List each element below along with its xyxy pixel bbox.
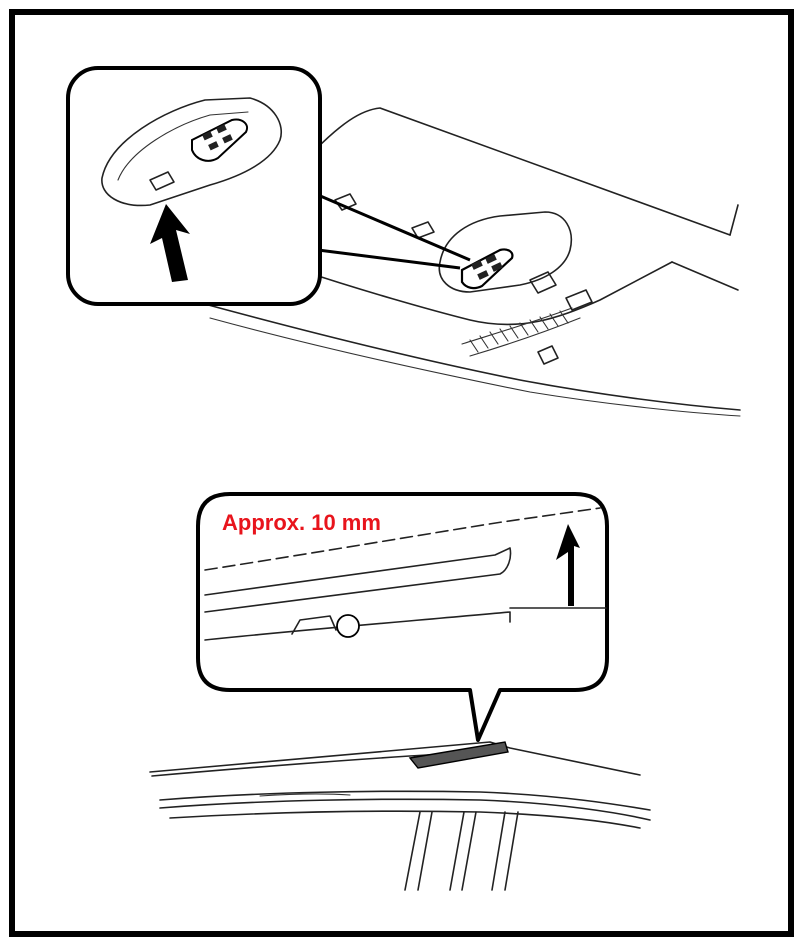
top-callout-leader: [317, 193, 471, 270]
bottom-detail-callout: Approx. 10 mm: [196, 492, 609, 742]
detail-lamp-lens: [191, 118, 248, 162]
clip-bottom: [537, 345, 559, 365]
headliner-trim-line: [209, 317, 741, 417]
top-callout-frame: [66, 66, 322, 306]
detail-housing-inner: [117, 111, 249, 181]
console-switch-1: [529, 271, 557, 294]
clip-left: [334, 193, 357, 211]
top-detail-callout: [66, 66, 322, 306]
raised-position-dashed: [204, 507, 601, 571]
headliner-corner: [729, 204, 739, 236]
headliner-bottom-edge: [189, 299, 741, 411]
console-switch-2: [565, 289, 593, 311]
pillar-right: [491, 811, 519, 891]
detail-switch: [149, 171, 175, 191]
headliner-right-edge: [671, 261, 739, 291]
pillar-left: [404, 811, 433, 891]
console-bezel: [438, 211, 572, 293]
detail-lamp-housing: [101, 97, 282, 207]
roof-edge-illustration: [149, 741, 651, 891]
roof-highlight: [259, 793, 351, 797]
roof-panel-section: [204, 611, 511, 641]
console-lower-edge: [299, 261, 673, 326]
lifted-trim-piece: [408, 741, 509, 769]
clip-pin: [336, 614, 360, 638]
roof-top-line: [149, 741, 641, 776]
console-hatching: [461, 307, 581, 357]
curved-lift-arrow-icon: [556, 524, 580, 606]
pillar-mid: [449, 811, 477, 891]
callout-label: Approx. 10 mm: [222, 510, 381, 535]
headliner-illustration: [189, 107, 741, 417]
roof-panel-line-2: [159, 798, 651, 821]
clip-section: [291, 615, 337, 635]
roof-panel-line-3: [169, 810, 641, 829]
map-lamp-lens: [460, 248, 514, 290]
headliner-top-edge: [314, 107, 731, 236]
trim-original-position: [204, 547, 512, 613]
arrow-up-icon: [150, 204, 190, 282]
roof-panel-line-1: [159, 790, 651, 811]
clip-mid: [411, 221, 435, 239]
